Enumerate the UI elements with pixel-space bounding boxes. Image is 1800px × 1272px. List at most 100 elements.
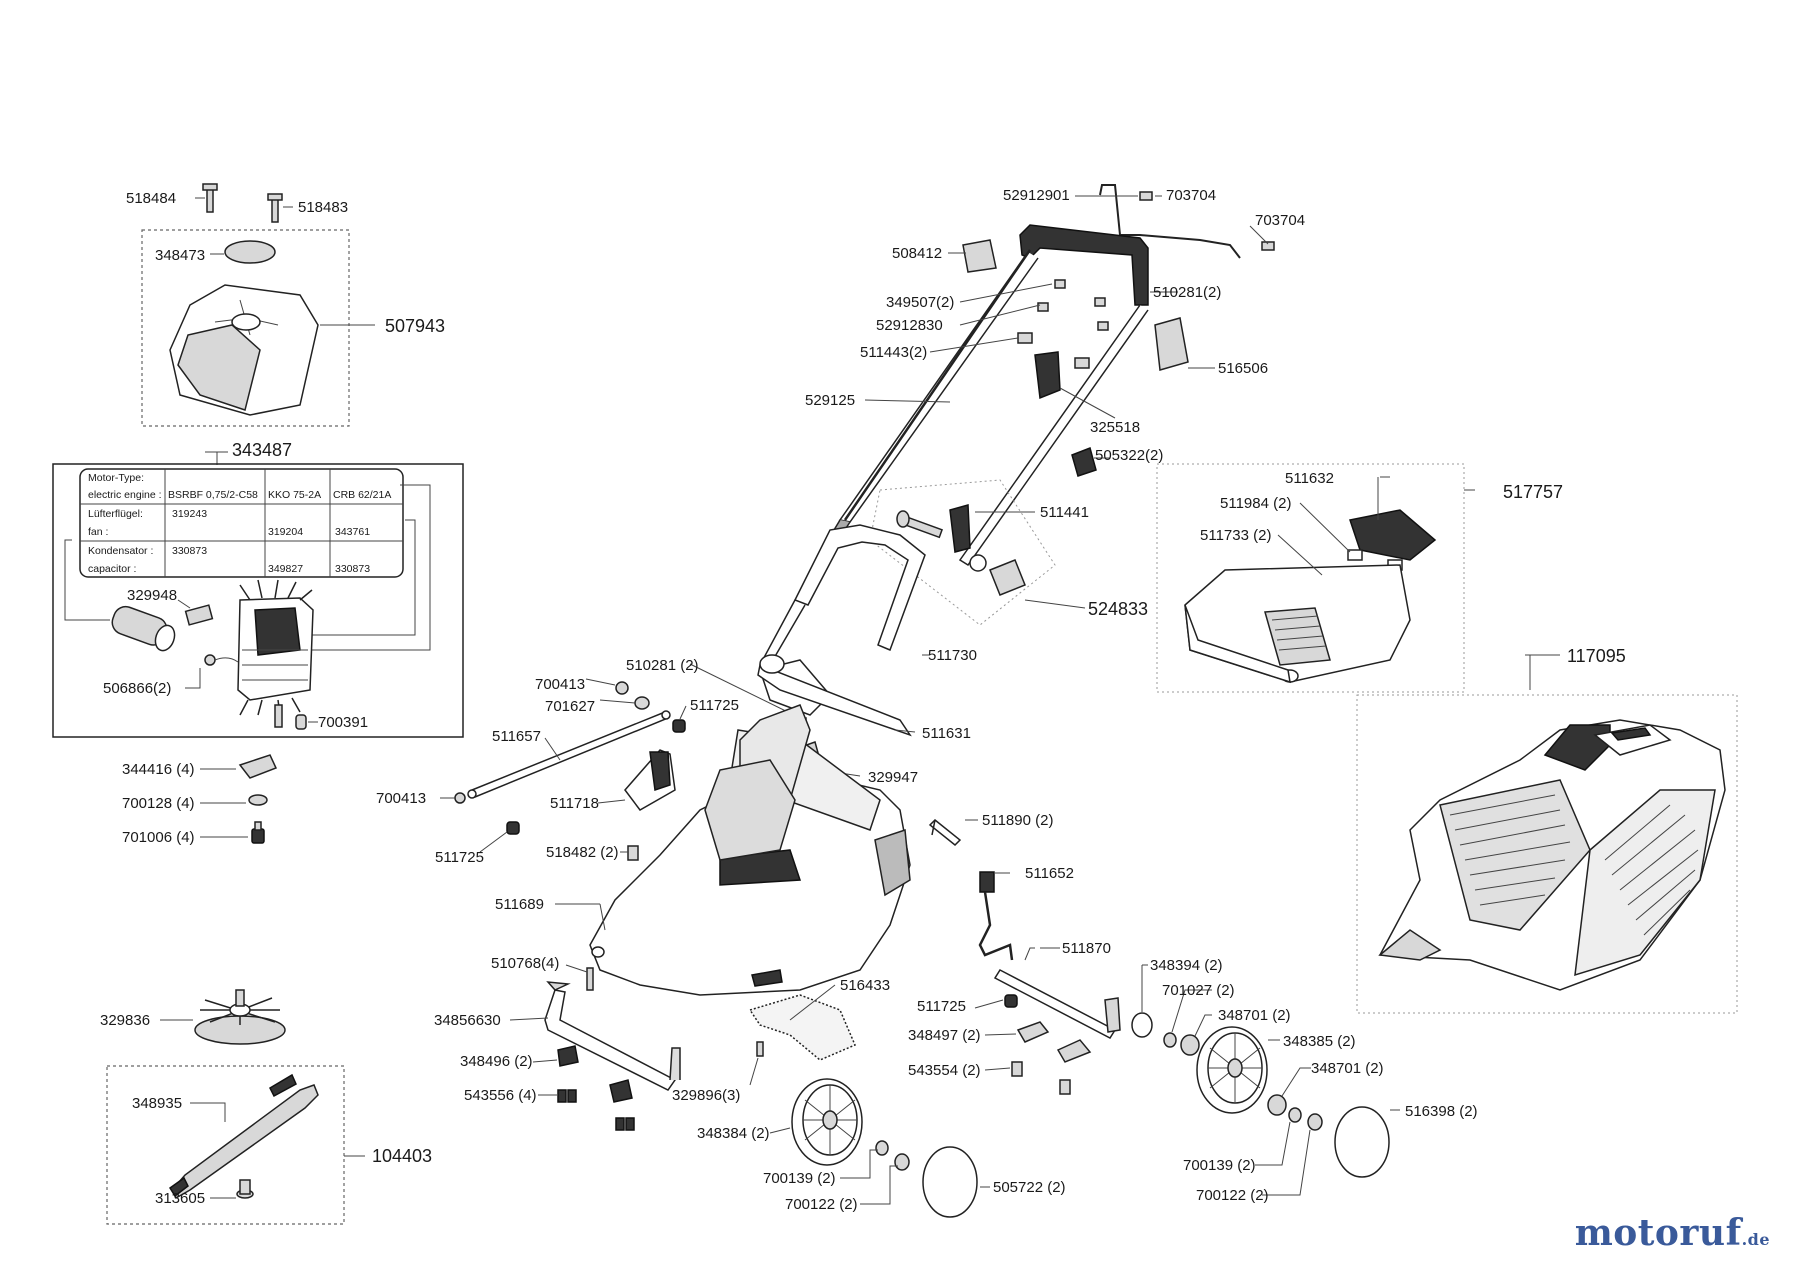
nut-700122a — [894, 1153, 910, 1171]
washer-701627 — [634, 696, 650, 710]
front-wheel-group: 348384 (2) 700139 (2) 700122 (2) 505722 … — [697, 1078, 1066, 1218]
screw-518483 — [267, 193, 283, 223]
label-348473: 348473 — [155, 247, 205, 264]
label-700122a: 700122 (2) — [785, 1196, 858, 1213]
axle-34856630 — [544, 989, 677, 1091]
label-518484: 518484 — [126, 190, 176, 207]
clamp-knob — [989, 559, 1026, 596]
label-506866: 506866(2) — [103, 680, 171, 697]
label-510281a: 510281(2) — [1153, 284, 1221, 301]
label-329836: 329836 — [100, 1012, 150, 1029]
table-cap-1: 330873 — [172, 545, 207, 557]
label-511631: 511631 — [922, 725, 971, 742]
label-348497: 348497 (2) — [908, 1027, 981, 1044]
table-cap-3: 330873 — [335, 563, 370, 575]
label-701027: 701027 (2) — [1162, 982, 1235, 999]
motor-spec-table: Motor-Type: electric engine : BSRBF 0,75… — [79, 468, 404, 578]
knob-349507 — [1054, 279, 1106, 307]
label-348701a: 348701 (2) — [1218, 1007, 1291, 1024]
table-fan-en: fan : — [88, 526, 108, 538]
motor-cover-box — [141, 229, 350, 427]
bracket-348497b — [1056, 1039, 1092, 1063]
clip-348496a — [557, 1045, 579, 1067]
label-511725b: 511725 — [435, 849, 484, 866]
cover-516506 — [1154, 317, 1189, 371]
label-511689: 511689 — [495, 896, 544, 913]
cap-348473 — [224, 240, 276, 264]
washer-701027 — [1163, 1032, 1177, 1048]
hubcap-516398 — [1334, 1106, 1390, 1178]
table-cap-de: Kondensator : — [88, 545, 153, 557]
mid-parts: 700413 701627 511725 510281 (2) 511657 3… — [376, 657, 918, 866]
screw-518482a — [627, 845, 639, 861]
label-511725c: 511725 — [917, 998, 966, 1015]
label-543554: 543554 (2) — [908, 1062, 981, 1079]
label-329948: 329948 — [127, 587, 177, 604]
plug-506866 — [204, 654, 239, 666]
label-343487: 343487 — [232, 440, 292, 460]
label-507943: 507943 — [385, 316, 445, 336]
bushing-348394 — [1131, 1012, 1153, 1038]
label-348701b: 348701 (2) — [1311, 1060, 1384, 1077]
grass-catcher-117095 — [1378, 719, 1726, 991]
upper-handle-group: 52912901 703704 703704 508412 349507(2) … — [805, 184, 1305, 567]
flap-517757 — [1184, 564, 1411, 684]
label-511984: 511984 (2) — [1220, 495, 1291, 512]
screw-703704a — [1139, 191, 1153, 201]
label-348935: 348935 — [132, 1095, 182, 1112]
label-700139a: 700139 (2) — [763, 1170, 836, 1187]
table-fan-2: 319204 — [268, 526, 303, 538]
washer-700139a — [875, 1140, 889, 1156]
bracket-348497 — [1016, 1021, 1050, 1043]
motor-cover-507943 — [169, 284, 319, 416]
nut-700122b — [1307, 1113, 1323, 1131]
axle-511870 — [993, 969, 1117, 1039]
cap-511725c — [1004, 994, 1018, 1008]
label-329896: 329896(3) — [672, 1087, 740, 1104]
label-349507: 349507(2) — [886, 294, 954, 311]
deck-group: 511689 — [495, 704, 911, 996]
label-52912830: 52912830 — [876, 317, 943, 334]
wheel-348385 — [1196, 1026, 1268, 1114]
pin-510768 — [586, 967, 594, 991]
table-motor-type-en: electric engine : — [88, 489, 162, 501]
screw-543556 — [557, 1089, 635, 1131]
label-518483: 518483 — [298, 199, 348, 216]
label-511657: 511657 — [492, 728, 541, 745]
label-516398: 516398 (2) — [1405, 1103, 1478, 1120]
label-700122b: 700122 (2) — [1196, 1187, 1269, 1204]
terminal-329948 — [184, 604, 214, 626]
label-700413a: 700413 — [535, 676, 585, 693]
knob-700413b — [454, 792, 466, 804]
label-511730: 511730 — [928, 647, 977, 664]
motor-cover-group: 518484 518483 348473 507943 — [126, 183, 445, 427]
lever-511652 — [978, 891, 1014, 961]
watermark-main: motoruf — [1574, 1212, 1742, 1254]
grass-catcher-group: 117095 — [1356, 646, 1738, 1014]
rear-flap-group: 511632 511984 (2) 511733 (2) 517757 — [1156, 463, 1563, 693]
bushing-700391 — [295, 714, 307, 730]
label-700139b: 700139 (2) — [1183, 1157, 1256, 1174]
clip-348496b — [609, 1079, 633, 1103]
cover-511632 — [1349, 509, 1437, 561]
table-fan-3: 343761 — [335, 526, 370, 538]
label-517757: 517757 — [1503, 482, 1563, 502]
cap-511725b — [506, 821, 520, 835]
motoruf-watermark-logo: motoruf.de — [1575, 1212, 1770, 1254]
label-510768: 510768(4) — [491, 955, 559, 972]
label-511733: 511733 (2) — [1200, 527, 1271, 544]
table-motor-2: KKO 75-2A — [268, 489, 321, 501]
label-348384: 348384 (2) — [697, 1125, 770, 1142]
table-fan-1: 319243 — [172, 508, 207, 520]
label-329947: 329947 — [868, 769, 918, 786]
blade-348935 — [168, 1073, 319, 1200]
label-511718: 511718 — [550, 795, 599, 812]
wheel-348384 — [791, 1078, 863, 1166]
bearing-348701b — [1267, 1094, 1287, 1116]
label-52912901: 52912901 — [1003, 187, 1070, 204]
left-hardware: 344416 (4) 700128 (4) 701006 (4) — [122, 754, 278, 846]
bearing-348701a — [1180, 1034, 1200, 1056]
flap-box — [1156, 463, 1465, 693]
screw-703704b — [1261, 241, 1275, 251]
blade-group: 329836 348935 104403 313605 — [100, 989, 432, 1225]
